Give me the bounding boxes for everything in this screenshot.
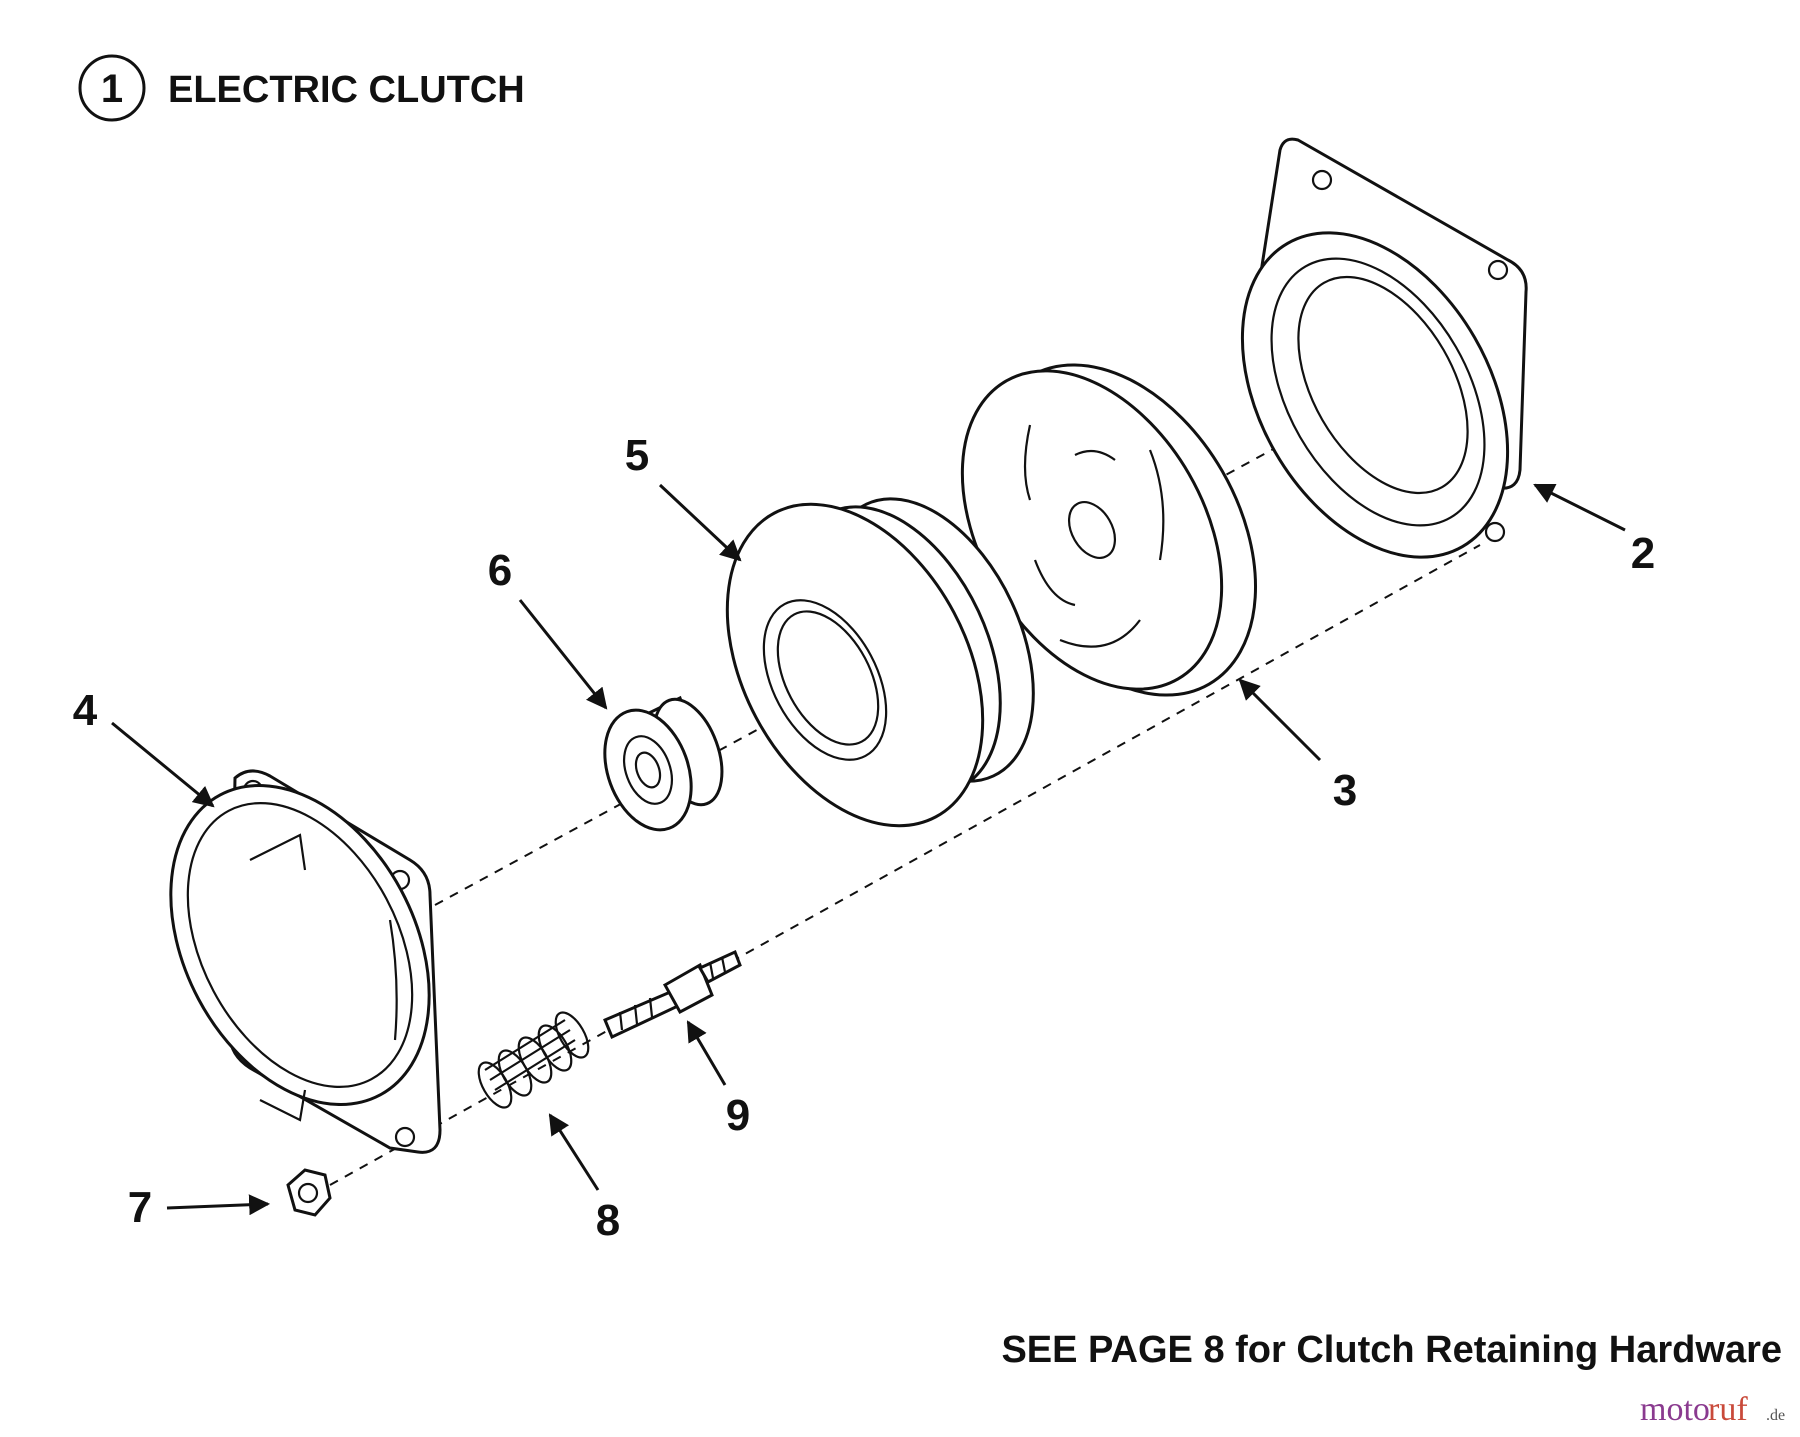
section-number: 1 — [101, 67, 123, 111]
part-5-pulley — [725, 497, 1035, 828]
diagram-title: ELECTRIC CLUTCH — [168, 69, 525, 111]
part-6-bearing — [603, 695, 724, 832]
part-9-stud — [603, 949, 742, 1040]
svg-text:2: 2 — [1631, 529, 1655, 578]
svg-text:6: 6 — [488, 546, 512, 595]
callout-6: 6 — [488, 546, 608, 710]
part-7-nut — [286, 1168, 332, 1217]
part-2-mounting-plate — [1240, 137, 1528, 559]
svg-text:3: 3 — [1333, 766, 1357, 815]
callout-4: 4 — [73, 686, 215, 808]
watermark-logo: moto ruf .de — [1640, 1391, 1785, 1428]
callout-5: 5 — [625, 431, 742, 562]
svg-text:8: 8 — [596, 1196, 620, 1245]
section-number-circle — [78, 54, 146, 122]
svg-text:9: 9 — [726, 1091, 750, 1140]
svg-text:ruf: ruf — [1708, 1391, 1748, 1428]
part-4-field-housing — [169, 769, 442, 1154]
callout-7: 7 — [128, 1183, 271, 1232]
callout-8: 8 — [548, 1113, 620, 1245]
svg-text:4: 4 — [73, 686, 98, 735]
svg-text:.de: .de — [1766, 1407, 1785, 1424]
diagram-header: 1 ELECTRIC CLUTCH — [78, 54, 525, 122]
callout-9: 9 — [686, 1020, 750, 1140]
svg-text:5: 5 — [625, 431, 649, 480]
callout-2: 2 — [1533, 483, 1655, 578]
svg-text:7: 7 — [128, 1183, 152, 1232]
footer-note: SEE PAGE 8 for Clutch Retaining Hardware — [1001, 1329, 1782, 1371]
part-3-armature-plate — [960, 363, 1258, 697]
assembly-center-lines — [329, 439, 1481, 1186]
part-8-spring — [477, 1011, 590, 1109]
svg-text:moto: moto — [1640, 1391, 1710, 1428]
callout-3: 3 — [1238, 678, 1357, 815]
